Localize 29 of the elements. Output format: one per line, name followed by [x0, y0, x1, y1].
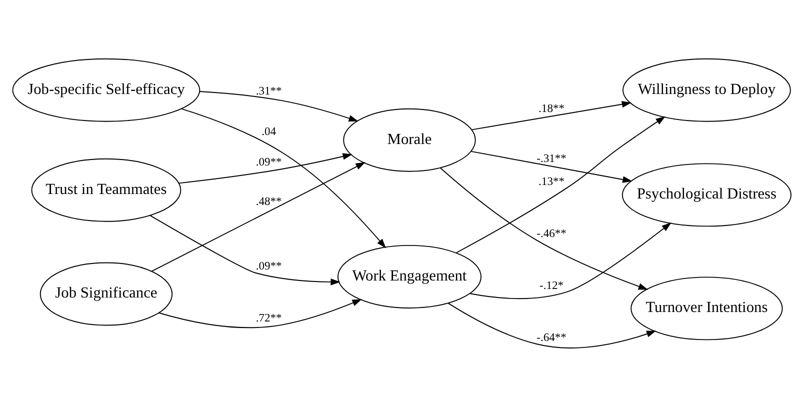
arrow	[456, 116, 666, 254]
node-ellipse: Work Engagement	[337, 244, 482, 308]
arrow	[440, 167, 648, 290]
node-ellipse: Job-specific Self-efficacy	[12, 58, 200, 122]
arrow	[181, 108, 386, 248]
edge-label: .72**	[256, 312, 282, 325]
edge-label: .09**	[256, 260, 282, 273]
edge-label: -.64**	[536, 332, 566, 344]
arrow	[470, 150, 632, 183]
arrow	[151, 162, 366, 272]
arrow	[150, 214, 340, 286]
arrow	[469, 222, 672, 300]
arrow	[199, 91, 358, 122]
edge-label: .09**	[256, 156, 282, 169]
node-ellipse: Trust in Teammates	[31, 158, 182, 222]
node-ellipse: Turnover Intentions	[630, 276, 783, 340]
edge-label: .18**	[538, 102, 565, 115]
node-ellipse: Job Significance	[40, 262, 173, 326]
arrow	[472, 100, 632, 130]
edge-label: .31**	[256, 86, 282, 98]
arrow	[448, 302, 656, 348]
edge-label: .13**	[538, 176, 565, 188]
arrow	[178, 153, 352, 184]
edge-label: .04	[262, 126, 276, 138]
edge-label: -.12*	[540, 280, 564, 292]
edge-label: -.46**	[536, 228, 566, 240]
edge-label: -.31**	[536, 152, 566, 165]
edge-label: .48**	[256, 196, 282, 208]
arrow	[158, 299, 362, 328]
